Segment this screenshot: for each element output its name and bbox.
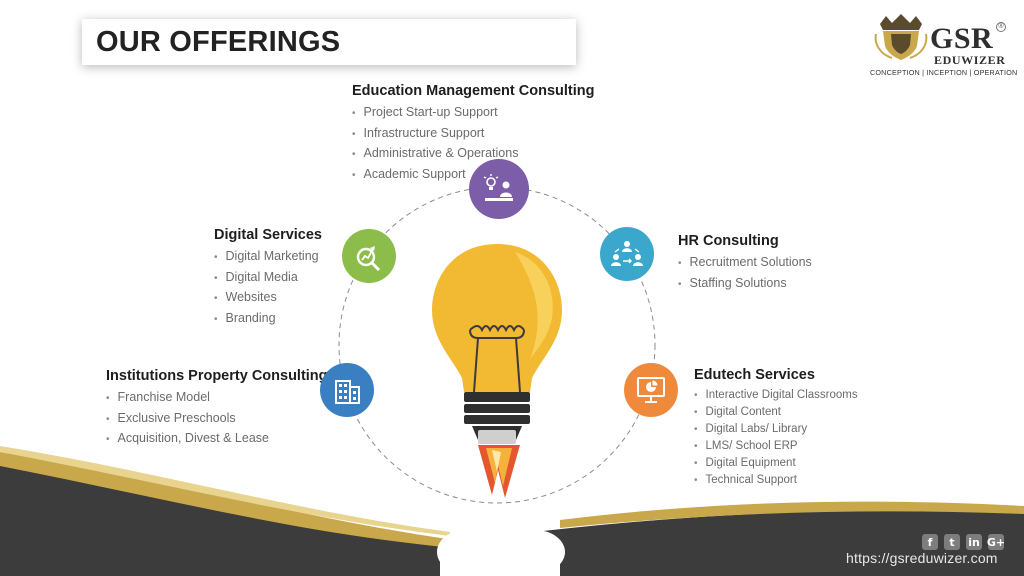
orbit-ring [338,186,656,504]
googleplus-icon[interactable]: G+ [986,534,1006,550]
list-item: Recruitment Solutions [678,253,812,274]
list-item: Exclusive Preschools [106,409,328,430]
twitter-icon[interactable]: t [944,534,960,550]
rocket-flame [478,445,520,498]
list-item: Digital Equipment [694,455,858,472]
section-list: Franchise Model Exclusive Preschools Acq… [106,388,328,450]
section-list: Digital Marketing Digital Media Websites… [214,247,322,329]
logo-name: GSR [930,22,994,55]
list-item: Digital Labs/ Library [694,421,858,438]
list-item: Technical Support [694,472,858,489]
title-box: OUR OFFERINGS [82,19,576,65]
list-item: Digital Marketing [214,247,322,268]
section-hr-consulting: HR Consulting Recruitment Solutions Staf… [678,233,812,294]
crown-shield-icon [874,14,928,60]
list-item: Interactive Digital Classrooms [694,387,858,404]
monitor-chart-icon [624,363,678,417]
registered-mark: ® [996,22,1006,32]
list-item: Digital Content [694,404,858,421]
section-title: Digital Services [214,227,322,243]
logo-subname: EDUWIZER [934,53,1006,67]
section-list: Interactive Digital Classrooms Digital C… [694,387,858,489]
facebook-icon[interactable]: f [922,534,938,550]
list-item: Staffing Solutions [678,274,812,295]
list-item: Acquisition, Divest & Lease [106,429,328,450]
teacher-idea-icon [469,159,529,219]
social-links: f t in G+ [922,534,1006,550]
page-title: OUR OFFERINGS [96,25,341,58]
section-list: Recruitment Solutions Staffing Solutions [678,253,812,294]
gold-swoosh-left [0,452,455,548]
list-item: LMS/ School ERP [694,438,858,455]
bottom-dark-band [0,455,1024,576]
section-list: Project Start-up Support Infrastructure … [352,103,594,185]
analytics-search-icon [342,229,396,283]
section-education-management: Education Management Consulting Project … [352,83,594,185]
logo-tagline: CONCEPTION | INCEPTION | OPERATION [870,68,1018,77]
company-logo[interactable]: GSR ® EDUWIZER CONCEPTION | INCEPTION | … [866,14,1018,80]
team-network-icon [600,227,654,281]
website-link[interactable]: https://gsreduwizer.com [846,550,998,566]
section-digital-services: Digital Services Digital Marketing Digit… [214,227,322,329]
linkedin-icon[interactable]: in [966,534,982,550]
section-title: Edutech Services [694,367,815,383]
list-item: Digital Media [214,268,322,289]
section-title: HR Consulting [678,233,779,249]
building-icon [320,363,374,417]
section-institutions-property: Institutions Property Consulting Franchi… [106,368,328,450]
gold-swoosh-right [560,501,1024,528]
section-edutech-services: Edutech Services Interactive Digital Cla… [694,367,858,489]
list-item: Administrative & Operations [352,144,594,165]
list-item: Project Start-up Support [352,103,594,124]
list-item: Infrastructure Support [352,124,594,145]
list-item: Websites [214,288,322,309]
list-item: Franchise Model [106,388,328,409]
light-gold-swoosh [0,446,450,536]
smoke-cloud [437,510,565,576]
list-item: Academic Support [352,165,594,186]
section-title: Institutions Property Consulting [106,368,328,384]
lightbulb [432,244,562,444]
section-title: Education Management Consulting [352,83,595,99]
list-item: Branding [214,309,322,330]
